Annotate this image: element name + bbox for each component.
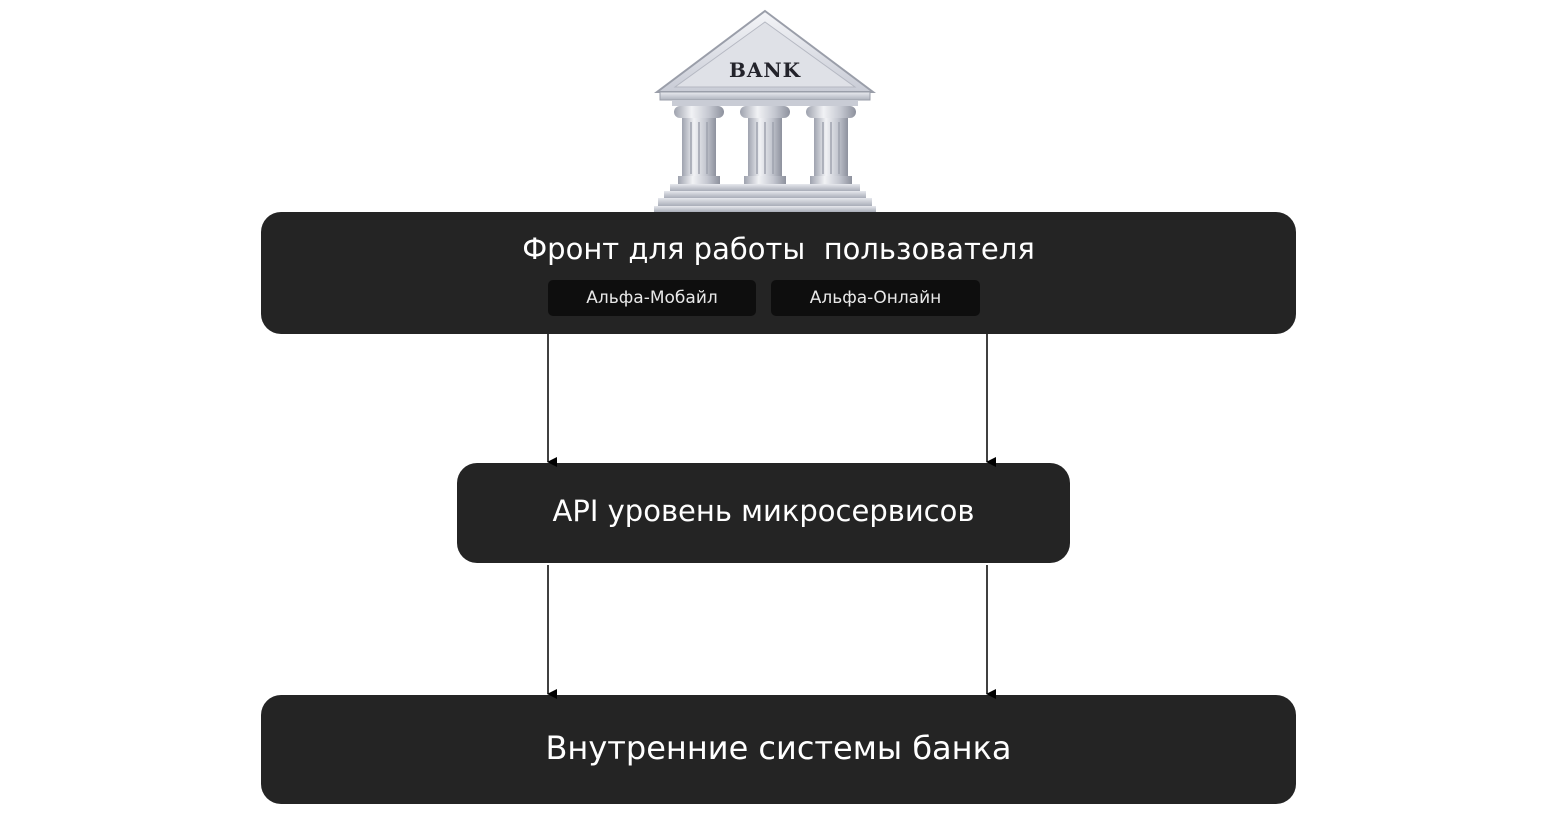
front-layer-box: Фронт для работы пользователя Альфа-Моба… xyxy=(261,212,1296,334)
api-layer-box: API уровень микросервисов xyxy=(457,463,1070,563)
bank-building-icon: BANK xyxy=(654,9,876,212)
bank-logo-text: BANK xyxy=(729,58,801,82)
internal-systems-title: Внутренние системы банка xyxy=(545,729,1012,767)
api-layer-title: API уровень микросервисов xyxy=(552,494,975,528)
internal-systems-box: Внутренние системы банка xyxy=(261,695,1296,804)
front-layer-title: Фронт для работы пользователя xyxy=(522,232,1035,266)
channel-alfa-mobile: Альфа-Мобайл xyxy=(548,280,756,316)
channel-alfa-online: Альфа-Онлайн xyxy=(771,280,980,316)
